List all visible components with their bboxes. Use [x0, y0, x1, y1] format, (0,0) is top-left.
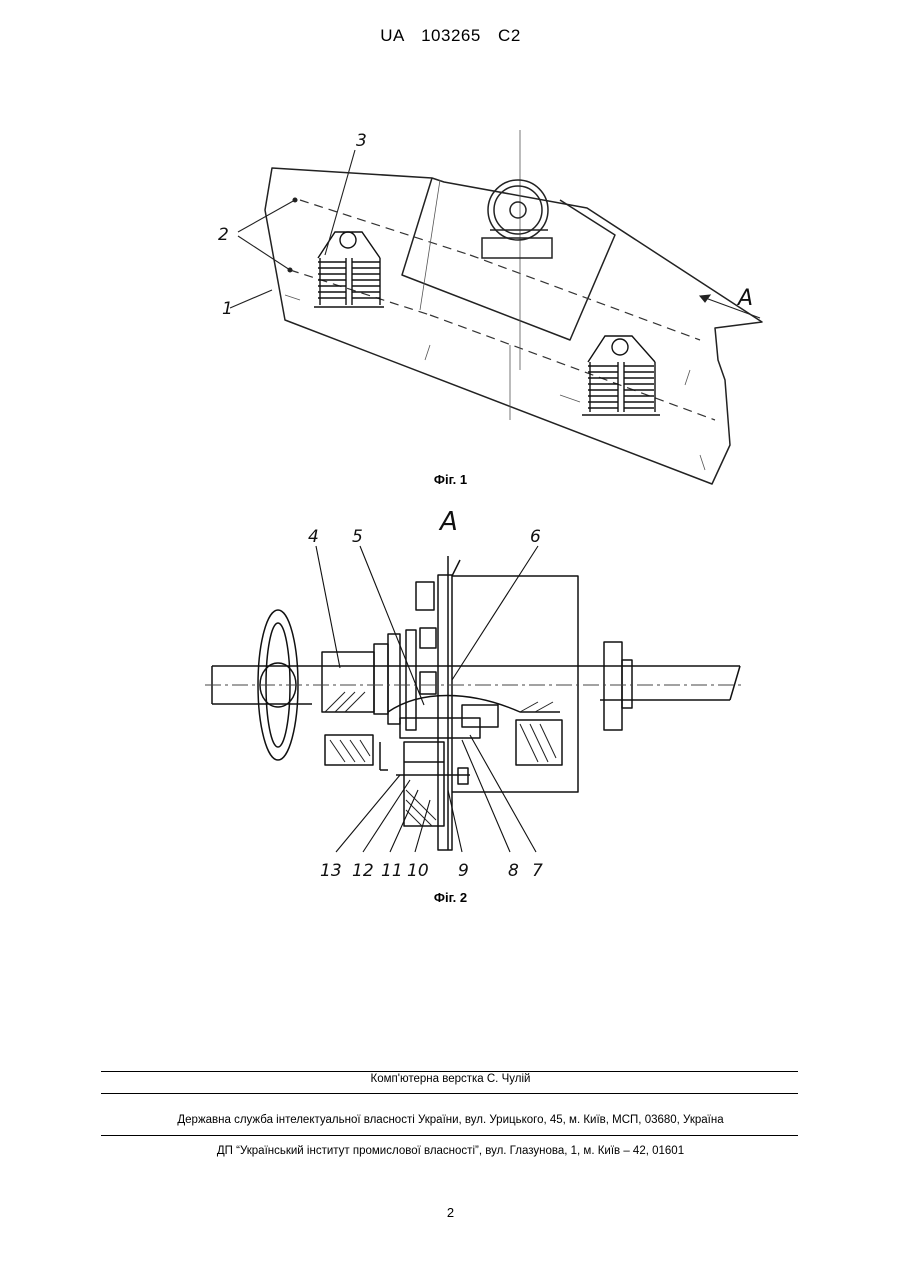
footer-rule-middle	[101, 1093, 798, 1094]
footer-rule-top	[101, 1071, 798, 1072]
figure-1-drawing: 3 2 1 A	[0, 120, 901, 490]
fig2-label-4: 4	[308, 527, 319, 547]
hub-4	[322, 652, 374, 712]
footer-rule-bottom	[101, 1135, 798, 1136]
layout-credit: Комп'ютерна верстка С. Чулій	[0, 1073, 901, 1085]
disk-plate	[438, 575, 452, 850]
fig1-label-2: 2	[218, 225, 229, 245]
fig2-label-5: 5	[352, 527, 363, 547]
fig2-view-label: A	[438, 507, 458, 537]
fig2-label-13: 13	[320, 861, 342, 881]
spring-set-left	[314, 232, 384, 307]
fig2-label-8: 8	[508, 861, 519, 881]
fig2-label-7: 7	[532, 861, 543, 881]
figure-1-caption: Фіг. 1	[0, 472, 901, 487]
fig1-label-A: A	[736, 286, 753, 311]
motor-eccentric	[482, 180, 552, 258]
vibrator-housing	[402, 178, 615, 340]
fig1-label-3: 3	[356, 131, 367, 151]
fig2-label-12: 12	[352, 861, 374, 881]
patent-number-header: UA 103265 C2	[0, 26, 901, 46]
page-number: 2	[0, 1205, 901, 1220]
figure-1: 3 2 1 A	[0, 120, 901, 490]
fig2-label-9: 9	[458, 861, 469, 881]
spring-set-right	[582, 336, 660, 415]
figure-2: A	[0, 500, 901, 890]
fig2-label-6: 6	[530, 527, 541, 547]
office-address: Державна служба інтелектуальної власност…	[0, 1114, 901, 1126]
fig1-label-1: 1	[222, 299, 233, 319]
figure-2-caption: Фіг. 2	[0, 890, 901, 905]
institute-address: ДП “Український інститут промислової вла…	[0, 1145, 901, 1157]
figure-2-drawing: A	[0, 500, 901, 890]
trough-body	[265, 168, 762, 484]
fig2-label-11: 11	[381, 861, 403, 881]
fig2-label-10: 10	[407, 861, 429, 881]
